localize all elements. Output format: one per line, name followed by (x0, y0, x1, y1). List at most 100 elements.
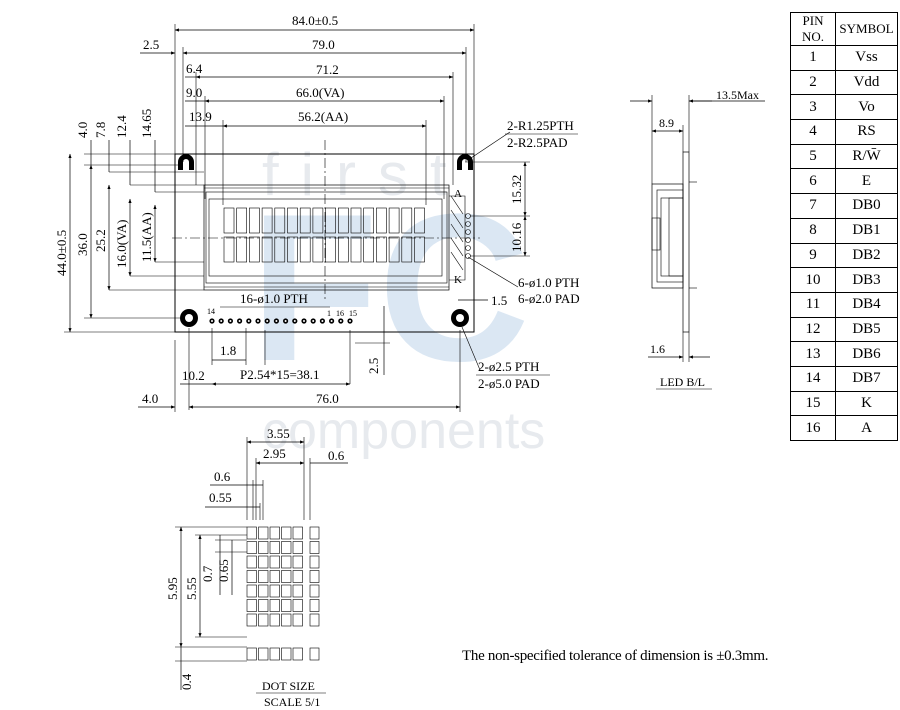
pin-symbol: DB6 (835, 341, 898, 367)
char-cell (261, 236, 273, 263)
pin-number: 3 (790, 94, 836, 121)
dot-pixel (292, 599, 303, 612)
char-cell (236, 207, 247, 234)
pin-number: 4 (790, 119, 836, 145)
char-cell (223, 236, 235, 263)
svg-text:16.0(VA): 16.0(VA) (114, 219, 129, 268)
dot-pixel (309, 526, 320, 540)
dot-pixel (292, 647, 303, 661)
dot-pixel (309, 570, 320, 583)
pin-number: 9 (790, 242, 836, 269)
pin-number: 7 (790, 193, 836, 219)
pin-number: 1 (790, 45, 836, 71)
dot-pixel (269, 570, 280, 583)
char-cell (299, 207, 311, 234)
pin-symbol: Vo (835, 94, 898, 121)
pin-label-16: 16 (336, 309, 344, 318)
side-body (651, 183, 684, 289)
dot-pixel (309, 555, 320, 569)
pin-hole-center (349, 320, 351, 322)
dot-pixel (258, 584, 269, 598)
char-cell (337, 207, 349, 234)
pin-table-header: PIN NO. SYMBOL (790, 12, 898, 46)
dot-pixel (281, 647, 292, 661)
pin-number: 8 (790, 217, 836, 244)
pin-label-15: 15 (349, 309, 357, 318)
char-cell (401, 236, 413, 263)
dim-13-5max: 13.5Max (716, 88, 759, 102)
char-cell (312, 236, 324, 263)
dot-pixel (258, 647, 269, 661)
dot-pixel (258, 613, 269, 627)
svg-text:6-ø1.0 PTH: 6-ø1.0 PTH (518, 275, 579, 290)
char-cell (287, 236, 298, 263)
pin-number: 14 (790, 365, 836, 392)
dot-pixel (281, 570, 292, 583)
char-cell (249, 236, 260, 263)
svg-text:1.5: 1.5 (491, 293, 507, 308)
svg-text:2.5: 2.5 (366, 358, 381, 374)
pin-hole-center (339, 320, 342, 322)
dot-pixel (269, 541, 280, 554)
pin-number: 5 (790, 143, 836, 170)
front-view: A K 14 1 16 15 84.0±0.5 79.0 71.2 66.0(V… (54, 13, 580, 412)
dot-pixel (281, 613, 292, 627)
dot-pixel (281, 541, 292, 554)
pin-symbol: Vdd (835, 69, 898, 96)
pin-label-14: 14 (207, 307, 215, 316)
svg-text:0.7: 0.7 (200, 565, 215, 582)
char-cell (376, 207, 387, 234)
label-k: K (454, 274, 462, 286)
dot-pixel (309, 599, 320, 612)
viewing-area (208, 198, 443, 277)
dim-84: 84.0±0.5 (292, 13, 338, 28)
pin-hole-center (229, 320, 232, 322)
pin-number: 2 (790, 69, 836, 96)
svg-text:6.4: 6.4 (186, 61, 203, 76)
svg-text:14.65: 14.65 (139, 109, 154, 138)
pin-hole-center (211, 320, 213, 322)
svg-text:P2.54*15=38.1: P2.54*15=38.1 (240, 367, 320, 382)
dot-pixel (281, 599, 292, 612)
watermark-components: components (262, 402, 545, 460)
pin-hole-center (321, 320, 324, 322)
dot-pixel (258, 541, 269, 554)
dim-71: 71.2 (316, 62, 339, 77)
character-cells (223, 207, 425, 263)
svg-text:25.2: 25.2 (93, 229, 108, 252)
pin-symbol: DB5 (835, 316, 898, 343)
svg-text:13.9: 13.9 (189, 109, 212, 124)
dot-size-title: DOT SIZE (262, 679, 315, 693)
pin-symbol: RS (835, 119, 898, 145)
watermark-first: first (262, 141, 469, 208)
pin-hole-center (247, 320, 250, 322)
char-cell (363, 207, 375, 234)
dot-grid (246, 526, 320, 661)
svg-text:1.8: 1.8 (220, 343, 236, 358)
pin-symbol: DB2 (835, 242, 898, 269)
char-cell (261, 207, 273, 234)
watermark-fc: FC (250, 170, 530, 405)
char-cell (401, 207, 413, 234)
header-pin-no: PIN NO. (790, 12, 836, 46)
pin-hole-center (275, 320, 278, 322)
dot-pixel (246, 541, 257, 554)
svg-text:2-R1.25PTH: 2-R1.25PTH (507, 118, 574, 133)
svg-text:0.6: 0.6 (214, 469, 231, 484)
pin-symbol: DB4 (835, 291, 898, 318)
dim-79: 79.0 (312, 37, 335, 52)
pin-symbol: DB1 (835, 217, 898, 244)
dim-44: 44.0±0.5 (54, 230, 69, 276)
mount-slot-right (457, 154, 473, 170)
pin-hole-center (220, 320, 223, 322)
header-symbol: SYMBOL (835, 12, 898, 46)
dot-pixel (246, 526, 257, 540)
char-cell (376, 236, 387, 263)
dim-66: 66.0(VA) (296, 85, 345, 100)
pin-hole-center (312, 320, 315, 322)
char-cell (325, 236, 336, 263)
svg-text:2-ø5.0 PAD: 2-ø5.0 PAD (478, 376, 540, 391)
